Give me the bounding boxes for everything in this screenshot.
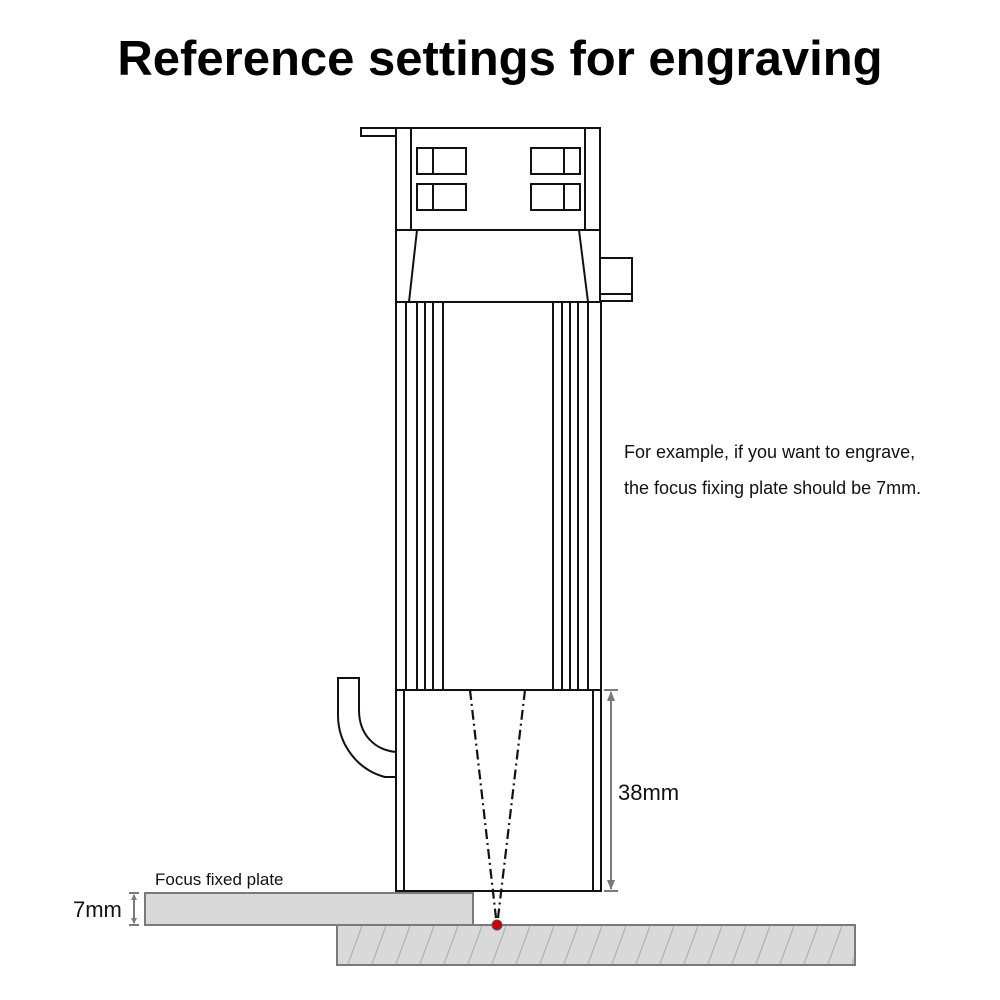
laser-beam-right [496,689,527,919]
hatch-line [803,925,819,965]
hatch-line [731,925,747,965]
plate-thickness-dimension: 7mm [73,892,139,926]
hatch-line [587,925,603,965]
hatch-line [419,925,435,965]
hatch-line [683,925,699,965]
plate-label: Focus fixed plate [155,870,284,889]
height-dimension: 38mm [604,689,679,892]
hatch-line [347,925,363,965]
height-label: 38mm [618,780,679,805]
lens-shroud [395,689,602,892]
hatch-line [611,925,627,965]
focus-point [491,919,503,931]
hatch-line [707,925,723,965]
focus-fixed-plate [144,892,474,926]
note-line-2: the focus fixing plate should be 7mm. [624,478,921,498]
hatch-line [827,925,843,965]
hatch-line [755,925,771,965]
module-neck [395,229,601,303]
workpiece [336,924,856,966]
thickness-label: 7mm [73,897,122,922]
hatch-line [467,925,483,965]
top-tab [360,127,397,137]
hatch-line [659,925,675,965]
heatsink-fins [405,302,589,690]
hatch-line [443,925,459,965]
cable-hook [337,677,397,778]
note-line-1: For example, if you want to engrave, [624,442,915,462]
hatch-line [515,925,531,965]
hatch-line [563,925,579,965]
laser-module [337,127,633,919]
hatch-line [371,925,387,965]
vent-slots [416,147,581,211]
diagram-title: Reference settings for engraving [117,32,882,86]
hatch-line [779,925,795,965]
module-top-box [395,127,601,231]
hatch-line [491,925,507,965]
hatch-line [395,925,411,965]
laser-beam-left [468,689,498,919]
hatch-line [539,925,555,965]
hatch-line [635,925,651,965]
hatch-line [851,958,855,965]
